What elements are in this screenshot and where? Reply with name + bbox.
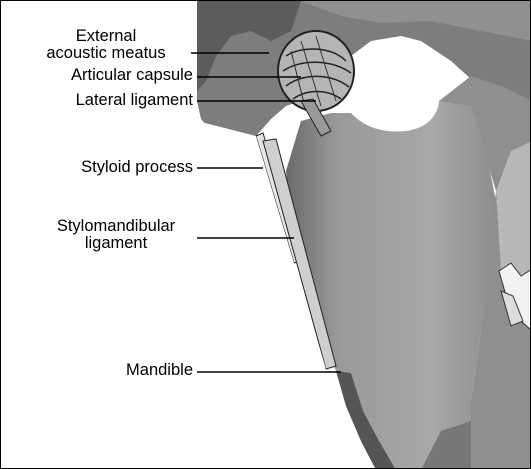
label-line-1: External <box>17 28 195 45</box>
label-mandible: Mandible <box>81 362 193 379</box>
mandibular-notch <box>346 56 439 132</box>
label-lateral-ligament: Lateral ligament <box>11 92 193 109</box>
label-stylomandibular-ligament: Stylomandibular ligament <box>31 218 201 252</box>
label-line-1: Stylomandibular <box>31 218 201 235</box>
label-articular-capsule: Articular capsule <box>11 67 193 84</box>
label-line-2: acoustic meatus <box>17 45 195 62</box>
mandible-bone <box>286 101 496 469</box>
articular-capsule-illustration <box>278 31 354 111</box>
label-external-acoustic-meatus: External acoustic meatus <box>17 28 195 62</box>
label-styloid-process: Styloid process <box>11 159 193 176</box>
label-line-2: ligament <box>31 235 201 252</box>
